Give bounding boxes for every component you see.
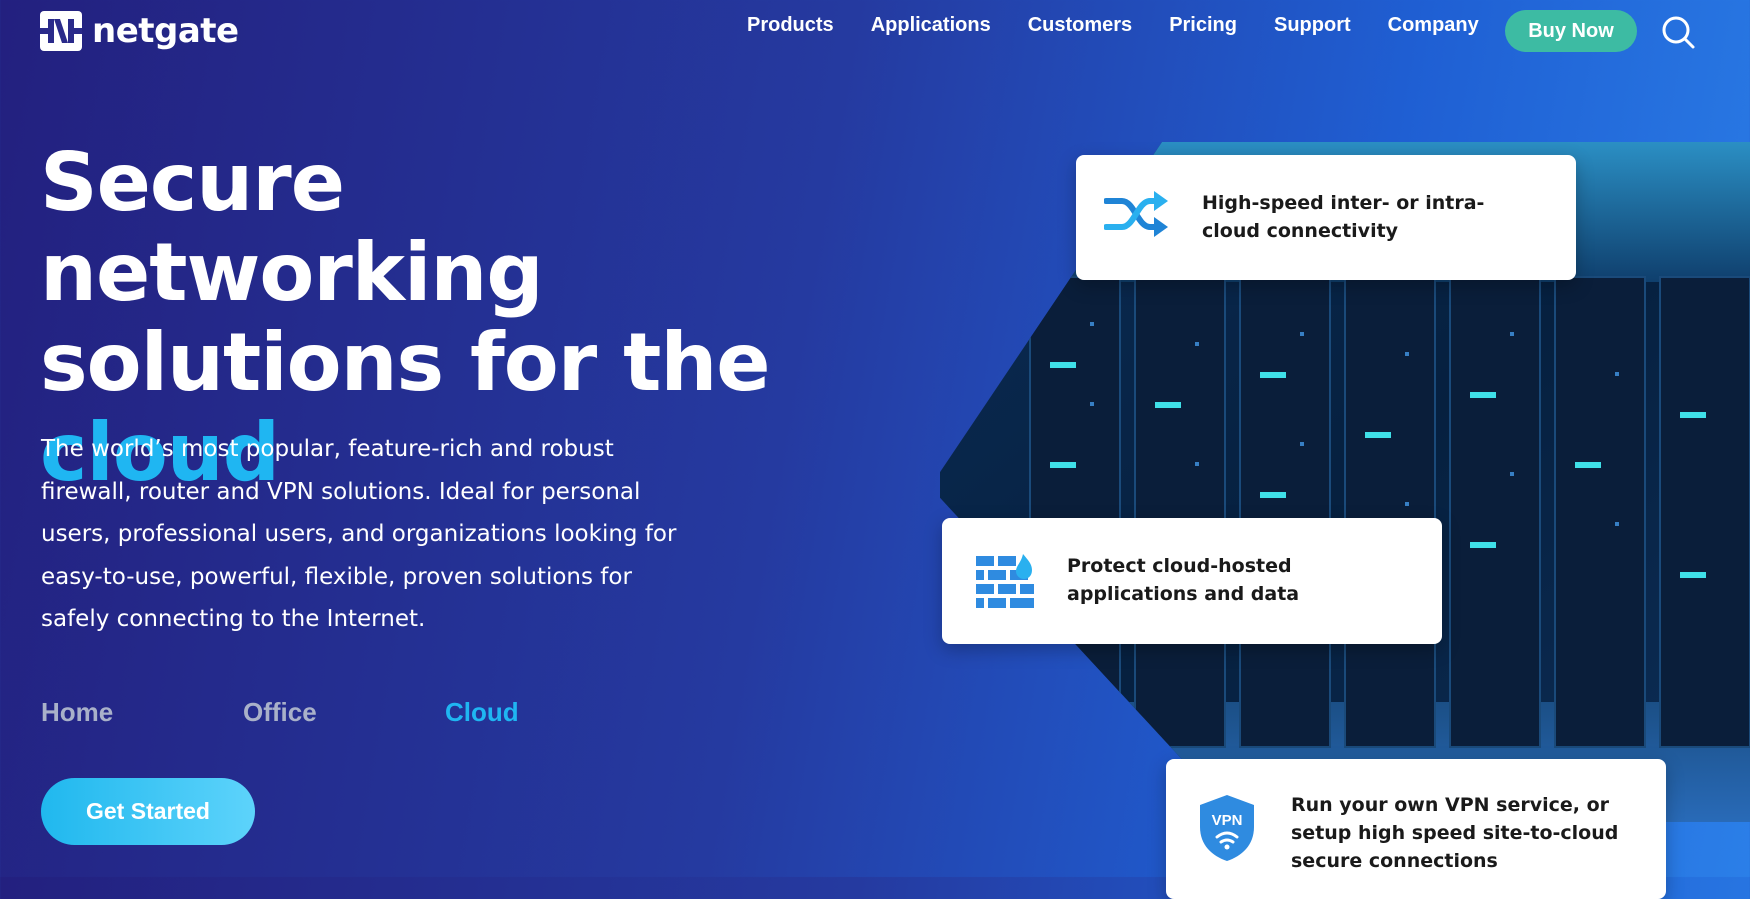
feature-card-connectivity: High-speed inter- or intra-cloud connect… xyxy=(1076,155,1576,280)
nav-company[interactable]: Company xyxy=(1387,14,1479,36)
nav-applications[interactable]: Applications xyxy=(870,14,991,36)
netgate-logo-icon xyxy=(40,11,82,51)
main-nav: Products Applications Customers Pricing … xyxy=(747,14,1516,37)
netgate-logo[interactable]: netgate xyxy=(40,10,239,52)
firewall-icon xyxy=(976,554,1034,608)
vpn-badge-text: VPN xyxy=(1212,812,1243,829)
search-icon[interactable] xyxy=(1660,14,1696,50)
site-header: netgate Products Applications Customers … xyxy=(0,0,1750,70)
nav-support[interactable]: Support xyxy=(1273,14,1351,36)
feature-card-protect: Protect cloud-hosted applications and da… xyxy=(942,518,1442,644)
audience-selector: Home Office Cloud xyxy=(41,697,561,737)
segment-cloud[interactable]: Cloud xyxy=(445,697,519,727)
get-started-button[interactable]: Get Started xyxy=(41,778,255,845)
vpn-shield-icon: VPN xyxy=(1200,795,1254,861)
feature-card-vpn: VPN Run your own VPN service, or setup h… xyxy=(1166,759,1666,899)
hero-title-accent: cloud xyxy=(40,406,280,499)
feature-text-protect: Protect cloud-hosted applications and da… xyxy=(1067,555,1300,605)
hero-title-line1: Secure networking xyxy=(40,136,544,319)
segment-office[interactable]: Office xyxy=(243,697,317,727)
hero-title-line2: solutions for the xyxy=(40,316,771,409)
feature-text-vpn: Run your own VPN service, or setup high … xyxy=(1291,794,1619,872)
brand-name: netgate xyxy=(92,11,239,51)
buy-now-button[interactable]: Buy Now xyxy=(1505,10,1637,52)
segment-home[interactable]: Home xyxy=(41,697,114,727)
nav-products[interactable]: Products xyxy=(747,14,834,36)
hero-description: The world’s most popular, feature-rich a… xyxy=(41,436,677,632)
nav-customers[interactable]: Customers xyxy=(1027,14,1133,36)
shuffle-icon xyxy=(1104,191,1168,237)
nav-pricing[interactable]: Pricing xyxy=(1169,14,1237,36)
feature-text-connectivity: High-speed inter- or intra-cloud connect… xyxy=(1202,192,1485,242)
hero-title: Secure networking solutions for the clou… xyxy=(40,138,840,498)
